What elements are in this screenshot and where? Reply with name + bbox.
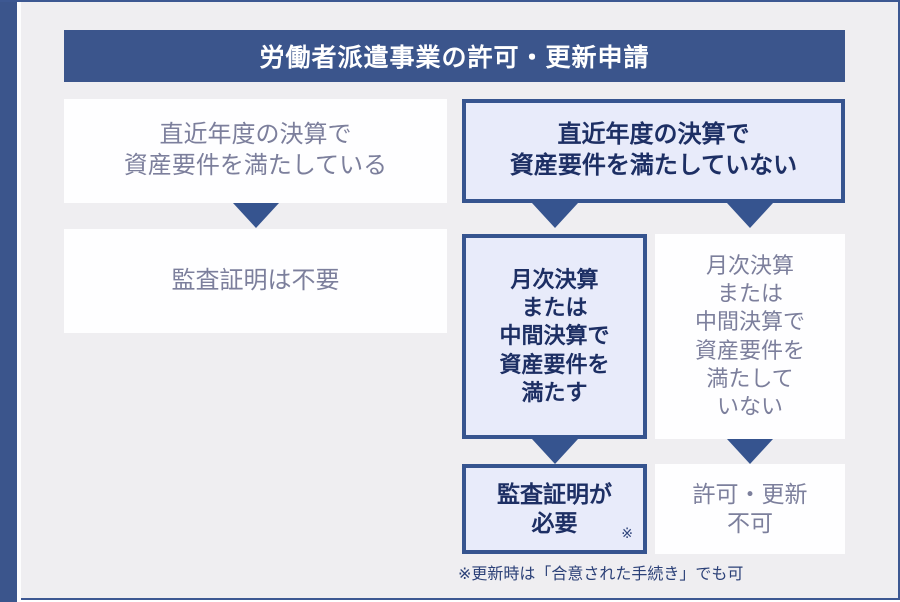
arrow-monthly-meets-to-audit-required	[532, 439, 578, 464]
page-title-banner: 労働者派遣事業の許可・更新申請	[64, 30, 845, 82]
node-monthly-settlement-meets: 月次決算 または 中間決算で 資産要件を 満たす	[462, 234, 647, 439]
node-monthly-settlement-not-meets-label: 月次決算 または 中間決算で 資産要件を 満たして いない	[694, 253, 805, 419]
node-audit-certificate-required-label: 監査証明が 必要	[497, 480, 612, 536]
left-accent-bar	[0, 2, 17, 602]
page-title: 労働者派遣事業の許可・更新申請	[259, 44, 650, 72]
node-monthly-settlement-not-meets: 月次決算 または 中間決算で 資産要件を 満たして いない	[655, 234, 845, 439]
node-left-no-audit-needed-label: 監査証明は不要	[171, 266, 340, 294]
arrow-not-meets-to-monthly-not-meets	[727, 203, 773, 228]
node-permission-renewal-not-possible-label: 許可・更新 不可	[692, 480, 808, 536]
node-left-no-audit-needed: 監査証明は不要	[64, 229, 447, 333]
node-right-not-meets-requirements: 直近年度の決算で 資産要件を満たしていない	[462, 99, 845, 203]
reference-mark-icon: ※	[621, 525, 633, 541]
left-accent-gap	[17, 2, 21, 602]
node-left-meets-requirements-label: 直近年度の決算で 資産要件を満たしている	[123, 121, 388, 179]
arrow-left-meets-to-no-audit	[233, 203, 279, 228]
node-permission-renewal-not-possible: 許可・更新 不可	[655, 464, 845, 554]
node-left-meets-requirements: 直近年度の決算で 資産要件を満たしている	[64, 99, 447, 203]
arrow-not-meets-to-monthly-meets	[532, 203, 578, 228]
footnote-text: ※更新時は「合意された手続き」でも可	[458, 566, 744, 583]
node-monthly-settlement-meets-label: 月次決算 または 中間決算で 資産要件を 満たす	[499, 267, 610, 405]
node-right-not-meets-requirements-label: 直近年度の決算で 資産要件を満たしていない	[509, 121, 798, 179]
node-audit-certificate-required: 監査証明が 必要 ※	[462, 464, 647, 554]
arrow-monthly-not-meets-to-not-allowed	[727, 439, 773, 464]
